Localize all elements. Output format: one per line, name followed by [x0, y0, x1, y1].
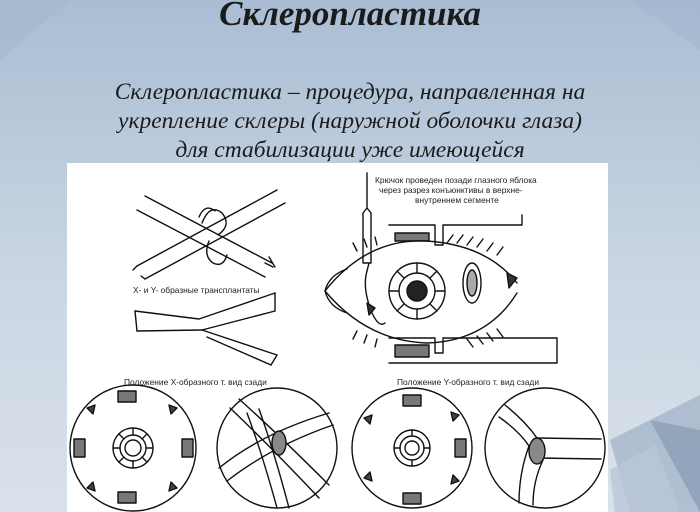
y-graft-drawing	[134, 292, 278, 366]
slide-title: Склеропластика	[219, 0, 481, 33]
description-line: для стабилизации уже имеющейся	[175, 137, 525, 163]
hook-caption-line: внутреннем сегменте	[415, 195, 499, 205]
scleroplasty-illustration: X- и Y- образные трансплантаты Крючок пр…	[67, 163, 608, 512]
y-position-caption: Положение Y-образного т. вид сзади	[397, 377, 539, 387]
x-position-caption: Положение X-образного т. вид сзади	[124, 377, 267, 387]
hook-caption: Крючок проведен позади глазного яблока ч…	[375, 175, 537, 205]
description-line: Склеропластика – процедура, направленная…	[114, 79, 586, 105]
hook-caption-line: через разрез конъюнктивы в верхне-	[379, 185, 523, 195]
grafts-caption: X- и Y- образные трансплантаты	[133, 285, 260, 295]
y-position-circle-2	[484, 387, 606, 509]
y-position-circle-1	[351, 387, 473, 509]
hook-caption-line: Крючок проведен позади глазного яблока	[375, 175, 537, 185]
x-position-circle-1	[69, 384, 197, 512]
slide-description: Склеропластика – процедура, направленная…	[40, 78, 660, 165]
eye-with-hook-drawing	[324, 172, 558, 364]
illustration-drawing	[69, 172, 606, 512]
x-graft-drawing	[132, 189, 286, 280]
x-position-circle-2	[216, 387, 338, 509]
description-line: укрепление склеры (наружной оболочки гла…	[118, 108, 582, 134]
